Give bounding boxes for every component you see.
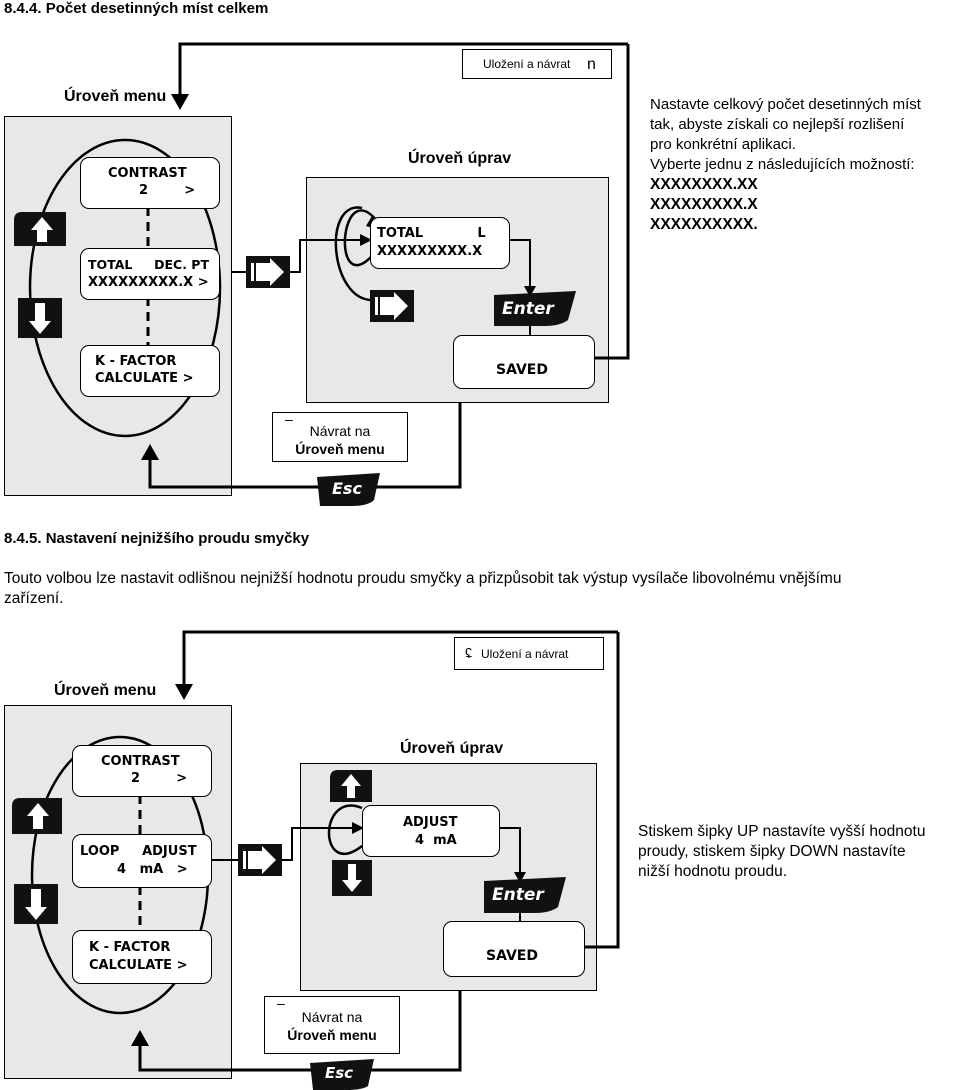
loop-adjust-screen: LOOP ADJUST 4 mA >: [72, 834, 212, 888]
screen-line: 4 mA: [415, 833, 457, 848]
return-to-menu-box: – Návrat na Úroveň menu: [264, 995, 400, 1054]
screen-line: ADJUST: [403, 815, 458, 830]
dash-glyph: –: [277, 995, 285, 1011]
esc-key-icon: [317, 473, 380, 506]
saved-screen: SAVED: [453, 335, 595, 389]
screen-line: 2 >: [139, 183, 196, 198]
menu-level-label: Úroveň menu: [54, 682, 157, 699]
return-to-menu-box: – Návrat na Úroveň menu: [272, 411, 408, 462]
saved-text: SAVED: [486, 948, 538, 964]
enter-key-label: Enter: [492, 885, 544, 905]
section1-heading: 8.4.4. Počet desetinných míst celkem: [4, 0, 269, 17]
description-line: nižší hodnotu proudu.: [638, 863, 788, 880]
save-return-text: Uložení a návrat: [481, 647, 569, 661]
edit-adjust-screen: ADJUST 4 mA: [362, 805, 500, 857]
screen-line: K - FACTOR: [89, 940, 171, 955]
screen-line: CONTRAST: [101, 754, 180, 769]
right-arrow-button-icon: [238, 844, 282, 876]
edit-level-label: Úroveň úprav: [408, 150, 512, 167]
up-arrow-icon: [330, 770, 372, 802]
edit-total-screen: TOTAL L XXXXXXXXX.X: [370, 217, 510, 269]
save-return-text: Uložení a návrat: [483, 57, 571, 71]
screen-line: CALCULATE >: [95, 371, 194, 386]
screen-line: TOTAL DEC. PT: [88, 257, 209, 272]
menu-level-label: Úroveň menu: [64, 88, 167, 105]
description-line: Vyberte jednu z následujících možností:: [650, 156, 915, 173]
screen-line: 4 mA >: [117, 862, 188, 877]
enter-key-icon: [494, 291, 576, 326]
total-dec-pt-screen: TOTAL DEC. PT XXXXXXXXX.X >: [80, 248, 220, 300]
screen-line: XXXXXXXXX.X >: [88, 275, 209, 290]
right-arrow-button-icon: [246, 256, 290, 288]
esc-key-icon: [310, 1059, 374, 1090]
description-line: Nastavte celkový počet desetinných míst: [650, 96, 921, 113]
intro-line: Touto volbou lze nastavit odlišnou nejni…: [4, 570, 842, 587]
description-line: pro konkrétní aplikaci.: [650, 136, 796, 153]
screen-line: K - FACTOR: [95, 354, 177, 369]
option-line: XXXXXXXX.XX: [650, 176, 758, 193]
intro-line: zařízení.: [4, 590, 64, 607]
section2-intro: Touto volbou lze nastavit odlišnou nejni…: [4, 569, 954, 609]
screen-line: CONTRAST: [108, 166, 187, 181]
description-line: tak, abyste získali co nejlepší rozlišen…: [650, 116, 905, 133]
esc-key-label: Esc: [325, 1064, 354, 1082]
enter-key-icon: [484, 877, 566, 913]
save-return-glyph: ʢ: [465, 645, 472, 661]
option-line: XXXXXXXXXX.: [650, 216, 758, 233]
down-arrow-icon: [14, 884, 58, 924]
option-line: XXXXXXXXX.X: [650, 196, 758, 213]
screen-line: LOOP ADJUST: [80, 844, 197, 859]
saved-text: SAVED: [496, 362, 548, 378]
k-factor-screen: K - FACTOR CALCULATE >: [80, 345, 220, 397]
screen-line: CALCULATE >: [89, 958, 188, 973]
return-line1: Návrat na: [309, 423, 371, 439]
down-arrow-icon: [332, 860, 372, 896]
saved-screen: SAVED: [443, 921, 585, 977]
save-return-box: ʢ Uložení a návrat: [454, 637, 604, 670]
up-arrow-icon: [12, 798, 62, 834]
return-line2: Úroveň menu: [287, 1027, 377, 1043]
screen-line: TOTAL L: [377, 226, 486, 241]
edit-level-label: Úroveň úprav: [400, 740, 504, 757]
right-arrow-button-icon: [370, 290, 414, 322]
description-line: proudy, stiskem šipky DOWN nastavíte: [638, 843, 906, 860]
return-line1: Návrat na: [301, 1009, 363, 1025]
section2-heading: 8.4.5. Nastavení nejnižšího proudu smyčk…: [4, 530, 310, 547]
up-arrow-icon: [14, 212, 66, 246]
description-line: Stiskem šipky UP nastavíte vyšší hodnotu: [638, 823, 926, 840]
section1-description: Nastavte celkový počet desetinných míst …: [650, 95, 921, 235]
down-arrow-icon: [18, 298, 62, 338]
enter-key-label: Enter: [502, 299, 554, 319]
k-factor-screen: K - FACTOR CALCULATE >: [72, 930, 212, 984]
screen-line: XXXXXXXXX.X: [377, 244, 483, 259]
contrast-screen: CONTRAST 2 >: [80, 157, 220, 209]
section2-description: Stiskem šipky UP nastavíte vyšší hodnotu…: [638, 822, 925, 882]
contrast-screen: CONTRAST 2 >: [72, 745, 212, 797]
save-return-glyph: n: [587, 56, 596, 73]
dash-glyph: –: [285, 411, 293, 427]
save-return-box: Uložení a návrat n: [462, 49, 612, 79]
esc-key-label: Esc: [332, 479, 362, 498]
return-line2: Úroveň menu: [295, 441, 385, 457]
screen-line: 2 >: [131, 771, 188, 786]
